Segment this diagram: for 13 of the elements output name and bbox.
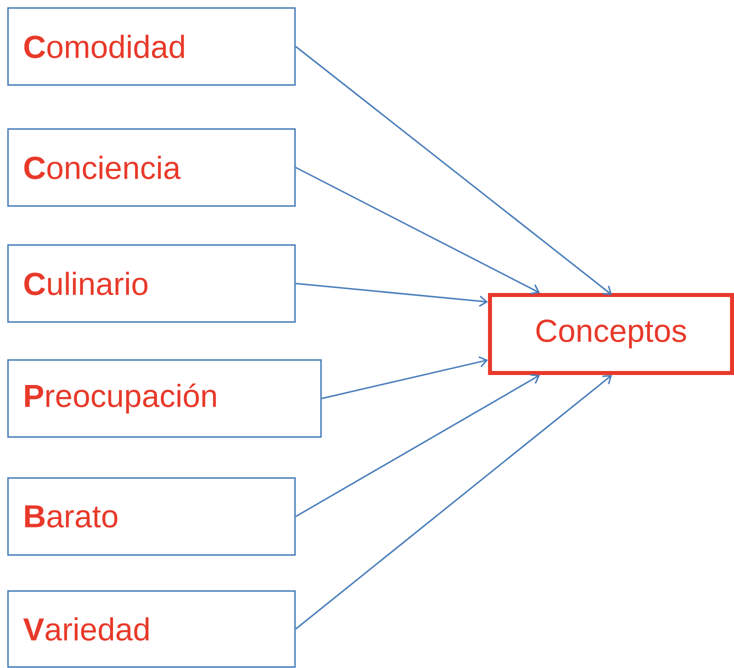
arrow [295, 46, 612, 295]
factor-box: Culinario [7, 244, 296, 323]
factor-box: Barato [7, 477, 296, 556]
arrow [295, 166, 540, 294]
factor-box: Preocupación [7, 359, 322, 438]
arrow [295, 374, 612, 630]
factor-box: Comodidad [7, 7, 296, 86]
factor-box: Conciencia [7, 128, 296, 207]
concept-box: Conceptos [488, 292, 734, 375]
factor-box: Variedad [7, 590, 296, 668]
arrow [322, 356, 488, 400]
arrow [295, 374, 540, 518]
arrow [296, 282, 488, 307]
